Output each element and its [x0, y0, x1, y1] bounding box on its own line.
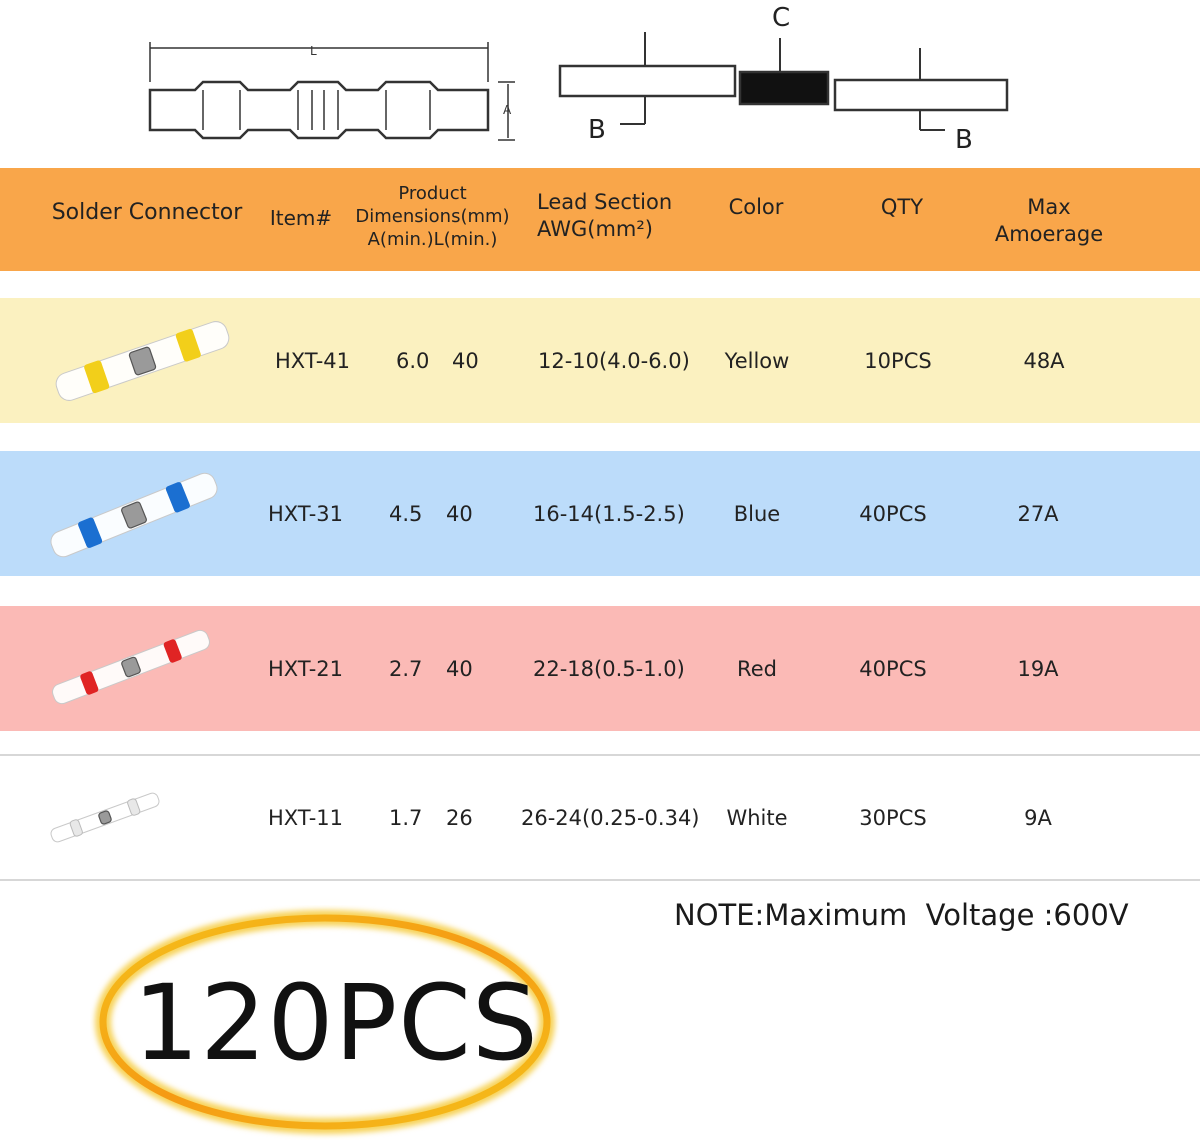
- cell-item: HXT-11: [268, 805, 344, 830]
- cell-dim-l: 40: [452, 348, 479, 373]
- cell-dim-a: 2.7: [389, 656, 423, 681]
- voltage-note: NOTE:Maximum Voltage :600V: [674, 898, 1129, 932]
- solder-connector-image: [50, 792, 160, 843]
- badge-ellipse: [95, 910, 555, 1134]
- solder-connector-image: [52, 629, 210, 705]
- cell-color: Blue: [733, 501, 781, 526]
- cell-dim-a: 1.7: [389, 805, 423, 830]
- cell-item: HXT-31: [268, 501, 344, 526]
- table-row: HXT-41 6.0 40 12-10(4.0-6.0) Yellow 10PCS 48A: [0, 298, 1200, 423]
- header-max-line1: Max: [1027, 195, 1071, 219]
- label-c: C: [772, 3, 790, 33]
- cell-dim-l: 40: [446, 501, 473, 526]
- cell-lead-section: 16-14(1.5-2.5): [533, 501, 685, 526]
- cell-dim-a: 4.5: [389, 501, 423, 526]
- cell-lead-section: 12-10(4.0-6.0): [538, 348, 690, 373]
- row-divider: [0, 879, 1200, 881]
- header-color: Color: [728, 195, 784, 219]
- cell-item: HXT-41: [275, 348, 351, 373]
- label-b-right: B: [955, 125, 973, 155]
- cell-lead-section: 26-24(0.25-0.34): [521, 805, 700, 830]
- header-solder-connector: Solder Connector: [51, 200, 243, 225]
- row-divider: [0, 754, 1200, 756]
- header-max-line2: Amoerage: [994, 222, 1104, 246]
- cell-amperage: 48A: [1023, 348, 1065, 373]
- badge-120pcs: 120PCS: [133, 962, 539, 1084]
- solder-connector-image: [55, 321, 230, 401]
- wire-joint-drawing: [558, 32, 1009, 131]
- connector-outline-drawing: [148, 42, 515, 141]
- cell-item: HXT-21: [268, 656, 344, 681]
- header-lead-line1: Lead Section: [537, 190, 673, 214]
- dimension-diagram: L A C B B: [148, 3, 1009, 155]
- header-item: Item#: [269, 206, 333, 230]
- header-lead-section: Lead Section AWG(mm²): [537, 189, 687, 243]
- cell-color: Red: [737, 656, 777, 681]
- header-product-line1: Product: [398, 183, 467, 204]
- cell-dim-l: 26: [446, 805, 473, 830]
- header-max-amperage: Max Amoerage: [980, 194, 1118, 248]
- cell-dim-a: 6.0: [396, 348, 430, 373]
- label-l: L: [310, 44, 317, 58]
- label-a: A: [503, 103, 512, 117]
- header-product-line2: Dimensions(mm): [355, 206, 510, 227]
- cell-qty: 30PCS: [859, 805, 927, 830]
- cell-color: Yellow: [724, 348, 790, 373]
- cell-amperage: 9A: [1024, 805, 1052, 830]
- header-product-dimensions: Product Dimensions(mm) A(min.)L(min.): [350, 182, 515, 251]
- label-b-left: B: [588, 115, 606, 145]
- table-header: Solder Connector Item# Product Dimension…: [0, 168, 1200, 271]
- header-qty: QTY: [880, 195, 924, 219]
- cell-amperage: 27A: [1017, 501, 1059, 526]
- table-row: HXT-21 2.7 40 22-18(0.5-1.0) Red 40PCS 19A: [0, 606, 1200, 731]
- solder-connector-image: [50, 472, 218, 558]
- cell-qty: 10PCS: [864, 348, 932, 373]
- cell-qty: 40PCS: [859, 656, 927, 681]
- table-row: HXT-11 1.7 26 26-24(0.25-0.34) White 30PCS 9A: [0, 755, 1200, 880]
- cell-color: White: [726, 805, 788, 830]
- header-lead-line2: AWG(mm²): [537, 217, 653, 241]
- table-row: HXT-31 4.5 40 16-14(1.5-2.5) Blue 40PCS 27A: [0, 451, 1200, 576]
- cell-qty: 40PCS: [859, 501, 927, 526]
- header-product-line3: A(min.)L(min.): [367, 229, 498, 250]
- cell-dim-l: 40: [446, 656, 473, 681]
- cell-lead-section: 22-18(0.5-1.0): [533, 656, 685, 681]
- cell-amperage: 19A: [1017, 656, 1059, 681]
